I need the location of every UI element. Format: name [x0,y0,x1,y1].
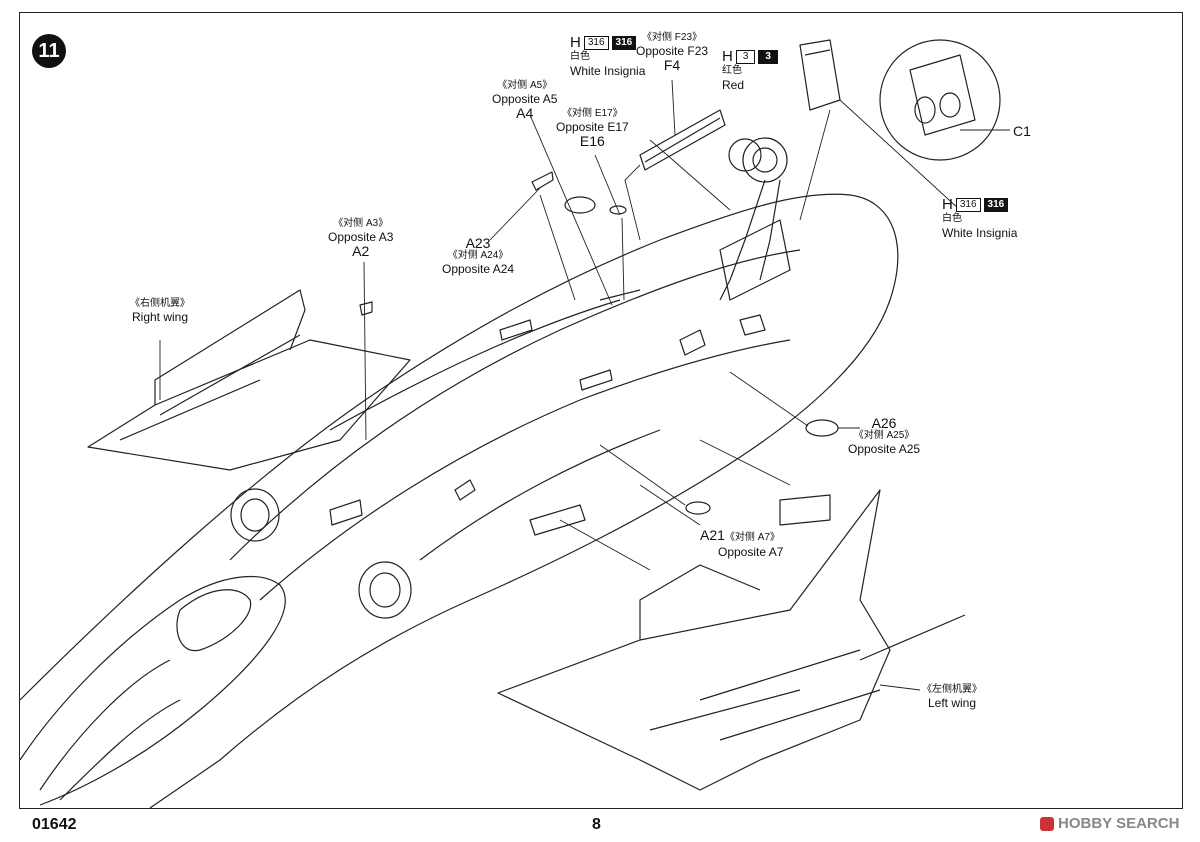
label-f4-cn: 《对侧 F23》 [642,32,703,43]
label-e16-en: Opposite E17 [556,120,629,134]
watermark-text: HOBBY SEARCH [1058,815,1180,832]
part-id-a26: A26 [871,415,897,431]
fuselage-spine [229,249,801,561]
right-wing-shape [87,339,411,471]
page-frame [19,12,1183,809]
paint-prefix: H [570,34,581,51]
part-id-a2: A2 [352,243,370,259]
paint-code-box: 316 [583,36,609,50]
part-id-a21: A21 [700,527,725,543]
part-a23 [531,171,554,191]
part-id-c1: C1 [1013,123,1031,139]
part-e16 [609,205,627,215]
label-a23-en: Opposite A24 [442,262,515,276]
gear-door-c1 [799,39,841,111]
label-a2: 《对侧 A3》 Opposite A3 A2 [328,218,393,258]
cockpit-area [19,575,286,806]
label-a2-cn: 《对侧 A3》 [333,218,389,229]
product-code: 01642 [32,816,77,833]
paint-name-cn: 红色 [722,65,742,76]
label-f4-en: Opposite F23 [636,44,709,58]
label-a4-cn: 《对侧 A5》 [497,80,553,91]
label-a21-cn: 《对侧 A7》 [724,532,780,543]
label-left-wing-en: Left wing [927,696,977,710]
part-id-a23: A23 [465,235,491,251]
part-a4 [564,196,596,214]
label-a2-en: Opposite A3 [328,230,394,244]
label-e16: 《对侧 E17》 Opposite E17 E16 [556,108,629,148]
paint-name-cn: 白色 [570,51,590,62]
paint-name-en: White Insignia [570,64,646,78]
label-a26-en: Opposite A25 [848,442,921,456]
label-a23: A23 《对侧 A24》 Opposite A24 [442,236,514,276]
part-a21 [685,501,711,515]
label-a21-en: Opposite A7 [718,545,784,559]
page-number: 8 [592,816,601,833]
label-left-wing-cn: 《左侧机翼》 [922,684,982,695]
paint-code-box-dark: 3 [758,50,778,64]
label-a21: A21《对侧 A7》 Opposite A7 [700,528,783,559]
paint-name-cn: 白色 [942,213,962,224]
label-a4-en: Opposite A5 [492,92,558,106]
label-a4: 《对侧 A5》 Opposite A5 A4 [492,80,557,120]
watermark: HOBBY SEARCH [1040,815,1179,832]
label-right-wing: 《右侧机翼》 Right wing [130,298,190,324]
intake-left [358,561,412,619]
left-wing-shape [497,489,891,791]
label-left-wing: 《左侧机翼》 Left wing [922,684,982,710]
label-e16-cn: 《对侧 E17》 [562,108,623,119]
part-a26 [805,419,839,437]
watermark-logo-icon [1040,816,1054,831]
label-f4: 《对侧 F23》 Opposite F23 F4 [636,32,708,72]
paint-name-en: Red [722,78,745,92]
label-a26-cn: 《对侧 A25》 [853,430,915,441]
step-number-badge: 11 [32,34,66,68]
paint-name-en: White Insignia [942,226,1018,240]
paint-code-box: 316 [955,198,981,212]
paint-code-box-dark: 316 [983,198,1009,212]
part-id-a4: A4 [516,105,534,121]
paint-code-box: 3 [735,50,756,64]
paint-code-box-dark: 316 [611,36,637,50]
nose-wheel [742,137,788,183]
detail-circle [879,39,1001,161]
label-a26: A26 《对侧 A25》 Opposite A25 [848,416,920,456]
part-id-f4: F4 [663,57,681,73]
part-id-e16: E16 [579,133,605,149]
fuselage-outline [19,193,899,809]
label-right-wing-cn: 《右侧机翼》 [130,298,190,309]
gear-door-f4 [639,109,726,171]
intake-right [230,488,280,542]
paint-prefix: H [942,196,953,213]
paint-prefix: H [722,48,733,65]
label-a23-cn: 《对侧 A24》 [447,250,509,261]
label-right-wing-en: Right wing [131,310,189,324]
part-a2 [359,301,373,316]
